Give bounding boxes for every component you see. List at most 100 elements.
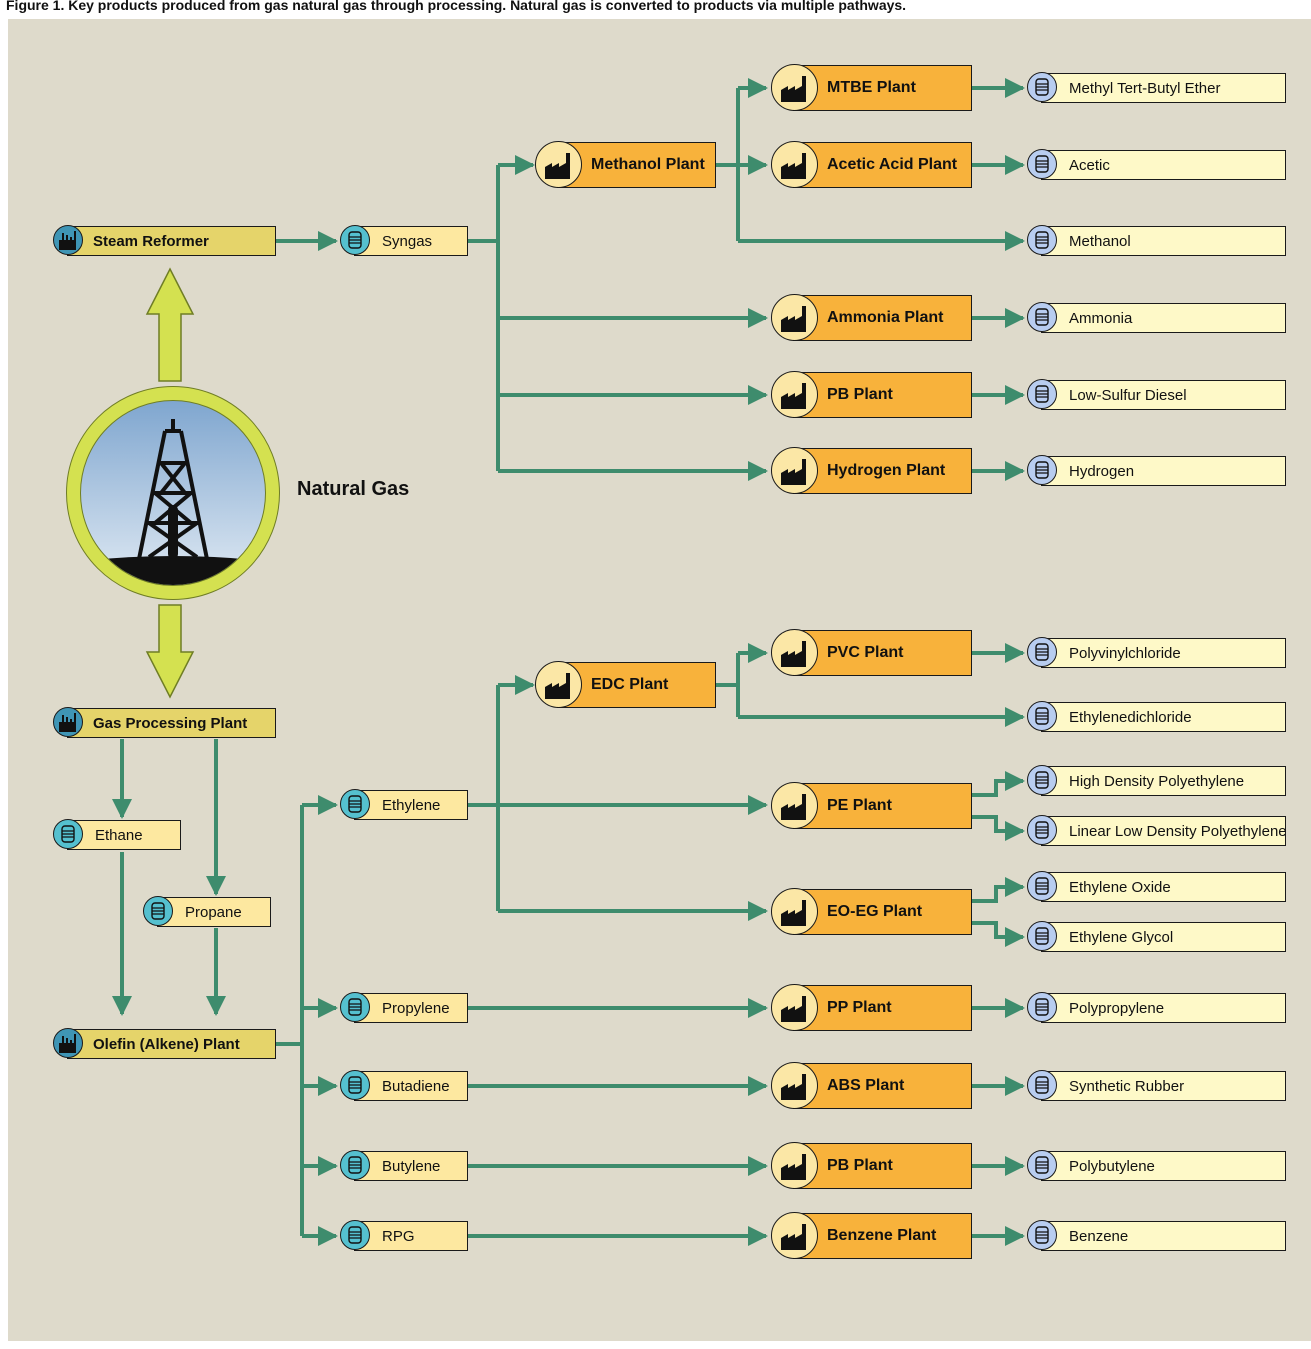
factory-icon bbox=[771, 64, 818, 111]
acetic-acid-plant-node: Acetic Acid Plant bbox=[771, 141, 972, 188]
mtbe-plant-node: MTBE Plant bbox=[771, 64, 972, 111]
pb-plant-node-lower: PB Plant bbox=[771, 1142, 972, 1189]
eo-eg-plant-label: EO-EG Plant bbox=[827, 903, 923, 920]
natural-gas-label: Natural Gas bbox=[297, 478, 410, 500]
factory-icon bbox=[771, 629, 818, 676]
propylene-node: Propylene bbox=[340, 992, 468, 1023]
methanol-product-node: Methanol bbox=[1027, 225, 1286, 256]
barrel-icon bbox=[1027, 871, 1057, 901]
edc-plant-node: EDC Plant bbox=[535, 661, 716, 708]
barrel-icon bbox=[1027, 1070, 1057, 1100]
butylene-label: Butylene bbox=[382, 1157, 441, 1175]
barrel-icon bbox=[1027, 815, 1057, 845]
factory-icon bbox=[771, 782, 818, 829]
barrel-icon bbox=[1027, 302, 1057, 332]
barrel-icon bbox=[1027, 921, 1057, 951]
barrel-icon bbox=[1027, 1150, 1057, 1180]
pb-plant-node: PB Plant bbox=[771, 371, 972, 418]
hdpe-label: High Density Polyethylene bbox=[1069, 772, 1245, 790]
polypropylene-label: Polypropylene bbox=[1069, 999, 1165, 1017]
gas-processing-plant-label: Gas Processing Plant bbox=[93, 714, 248, 732]
butadiene-node: Butadiene bbox=[340, 1070, 468, 1101]
hydrogen-product-label: Hydrogen bbox=[1069, 462, 1135, 480]
gas-processing-plant-node: Gas Processing Plant bbox=[53, 707, 276, 738]
synthetic-rubber-label: Synthetic Rubber bbox=[1069, 1077, 1185, 1095]
acetic-product-label: Acetic bbox=[1069, 156, 1110, 174]
factory-icon bbox=[771, 1062, 818, 1109]
refinery-icon bbox=[53, 707, 83, 737]
polypropylene-node: Polypropylene bbox=[1027, 992, 1286, 1023]
mtbe-product-label: Methyl Tert-Butyl Ether bbox=[1069, 79, 1221, 97]
barrel-icon bbox=[340, 225, 370, 255]
factory-icon bbox=[771, 1212, 818, 1259]
hydrogen-product-node: Hydrogen bbox=[1027, 455, 1286, 486]
factory-icon bbox=[535, 661, 582, 708]
ethylenedichloride-label: Ethylenedichloride bbox=[1069, 708, 1192, 726]
barrel-icon bbox=[340, 1220, 370, 1250]
barrel-icon bbox=[1027, 149, 1057, 179]
steam-reformer-label: Steam Reformer bbox=[93, 232, 209, 250]
butadiene-label: Butadiene bbox=[382, 1077, 450, 1095]
olefin-plant-label: Olefin (Alkene) Plant bbox=[93, 1035, 240, 1053]
barrel-icon bbox=[1027, 701, 1057, 731]
pe-plant-label: PE Plant bbox=[827, 797, 892, 814]
benzene-plant-label: Benzene Plant bbox=[827, 1227, 937, 1244]
syngas-label: Syngas bbox=[382, 232, 433, 250]
benzene-plant-node: Benzene Plant bbox=[771, 1212, 972, 1259]
ethylene-glycol-node: Ethylene Glycol bbox=[1027, 921, 1286, 952]
polybutylene-label: Polybutylene bbox=[1069, 1157, 1155, 1175]
ethylene-oxide-label: Ethylene Oxide bbox=[1069, 878, 1171, 896]
ethylenedichloride-node: Ethylenedichloride bbox=[1027, 701, 1286, 732]
methanol-plant-node: Methanol Plant bbox=[535, 141, 716, 188]
ethylene-node: Ethylene bbox=[340, 789, 468, 820]
synthetic-rubber-node: Synthetic Rubber bbox=[1027, 1070, 1286, 1101]
abs-plant-label: ABS Plant bbox=[827, 1077, 905, 1094]
pvc-plant-node: PVC Plant bbox=[771, 629, 972, 676]
barrel-icon bbox=[1027, 637, 1057, 667]
ethylene-label: Ethylene bbox=[382, 796, 441, 814]
barrel-icon bbox=[1027, 225, 1057, 255]
pp-plant-label: PP Plant bbox=[827, 999, 892, 1016]
lldpe-node: Linear Low Density Polyethylene bbox=[1027, 815, 1287, 846]
ethylene-oxide-node: Ethylene Oxide bbox=[1027, 871, 1286, 902]
barrel-icon bbox=[53, 819, 83, 849]
ammonia-plant-label: Ammonia Plant bbox=[827, 309, 944, 326]
butylene-node: Butylene bbox=[340, 1150, 468, 1181]
eo-eg-plant-node: EO-EG Plant bbox=[771, 888, 972, 935]
olefin-plant-node: Olefin (Alkene) Plant bbox=[53, 1028, 276, 1059]
ammonia-plant-node: Ammonia Plant bbox=[771, 294, 972, 341]
barrel-icon bbox=[340, 1070, 370, 1100]
barrel-icon bbox=[143, 896, 173, 926]
factory-icon bbox=[771, 371, 818, 418]
ethane-node: Ethane bbox=[53, 819, 181, 850]
propane-label: Propane bbox=[185, 903, 242, 921]
edc-plant-label: EDC Plant bbox=[591, 676, 669, 693]
factory-icon bbox=[771, 141, 818, 188]
barrel-icon bbox=[340, 789, 370, 819]
steam-reformer-node: Steam Reformer bbox=[53, 225, 276, 256]
hydrogen-plant-label: Hydrogen Plant bbox=[827, 462, 946, 479]
hdpe-node: High Density Polyethylene bbox=[1027, 765, 1286, 796]
polybutylene-node: Polybutylene bbox=[1027, 1150, 1286, 1181]
mtbe-product-node: Methyl Tert-Butyl Ether bbox=[1027, 72, 1286, 103]
acetic-acid-plant-label: Acetic Acid Plant bbox=[827, 156, 958, 173]
factory-icon bbox=[535, 141, 582, 188]
mtbe-plant-label: MTBE Plant bbox=[827, 79, 916, 96]
pp-plant-node: PP Plant bbox=[771, 984, 972, 1031]
benzene-product-node: Benzene bbox=[1027, 1220, 1286, 1251]
ammonia-product-label: Ammonia bbox=[1069, 309, 1133, 327]
factory-icon bbox=[771, 447, 818, 494]
low-sulfur-diesel-node: Low-Sulfur Diesel bbox=[1027, 379, 1286, 410]
factory-icon bbox=[771, 294, 818, 341]
barrel-icon bbox=[1027, 992, 1057, 1022]
connector-lines bbox=[112, 78, 1025, 1246]
ammonia-product-node: Ammonia bbox=[1027, 302, 1286, 333]
methanol-plant-label: Methanol Plant bbox=[591, 156, 705, 173]
barrel-icon bbox=[340, 1150, 370, 1180]
barrel-icon bbox=[340, 992, 370, 1022]
polyvinylchloride-node: Polyvinylchloride bbox=[1027, 637, 1286, 668]
factory-icon bbox=[771, 1142, 818, 1189]
factory-icon bbox=[771, 888, 818, 935]
figure-caption: Figure 1. Key products produced from gas… bbox=[6, 0, 907, 13]
syngas-node: Syngas bbox=[340, 225, 468, 256]
